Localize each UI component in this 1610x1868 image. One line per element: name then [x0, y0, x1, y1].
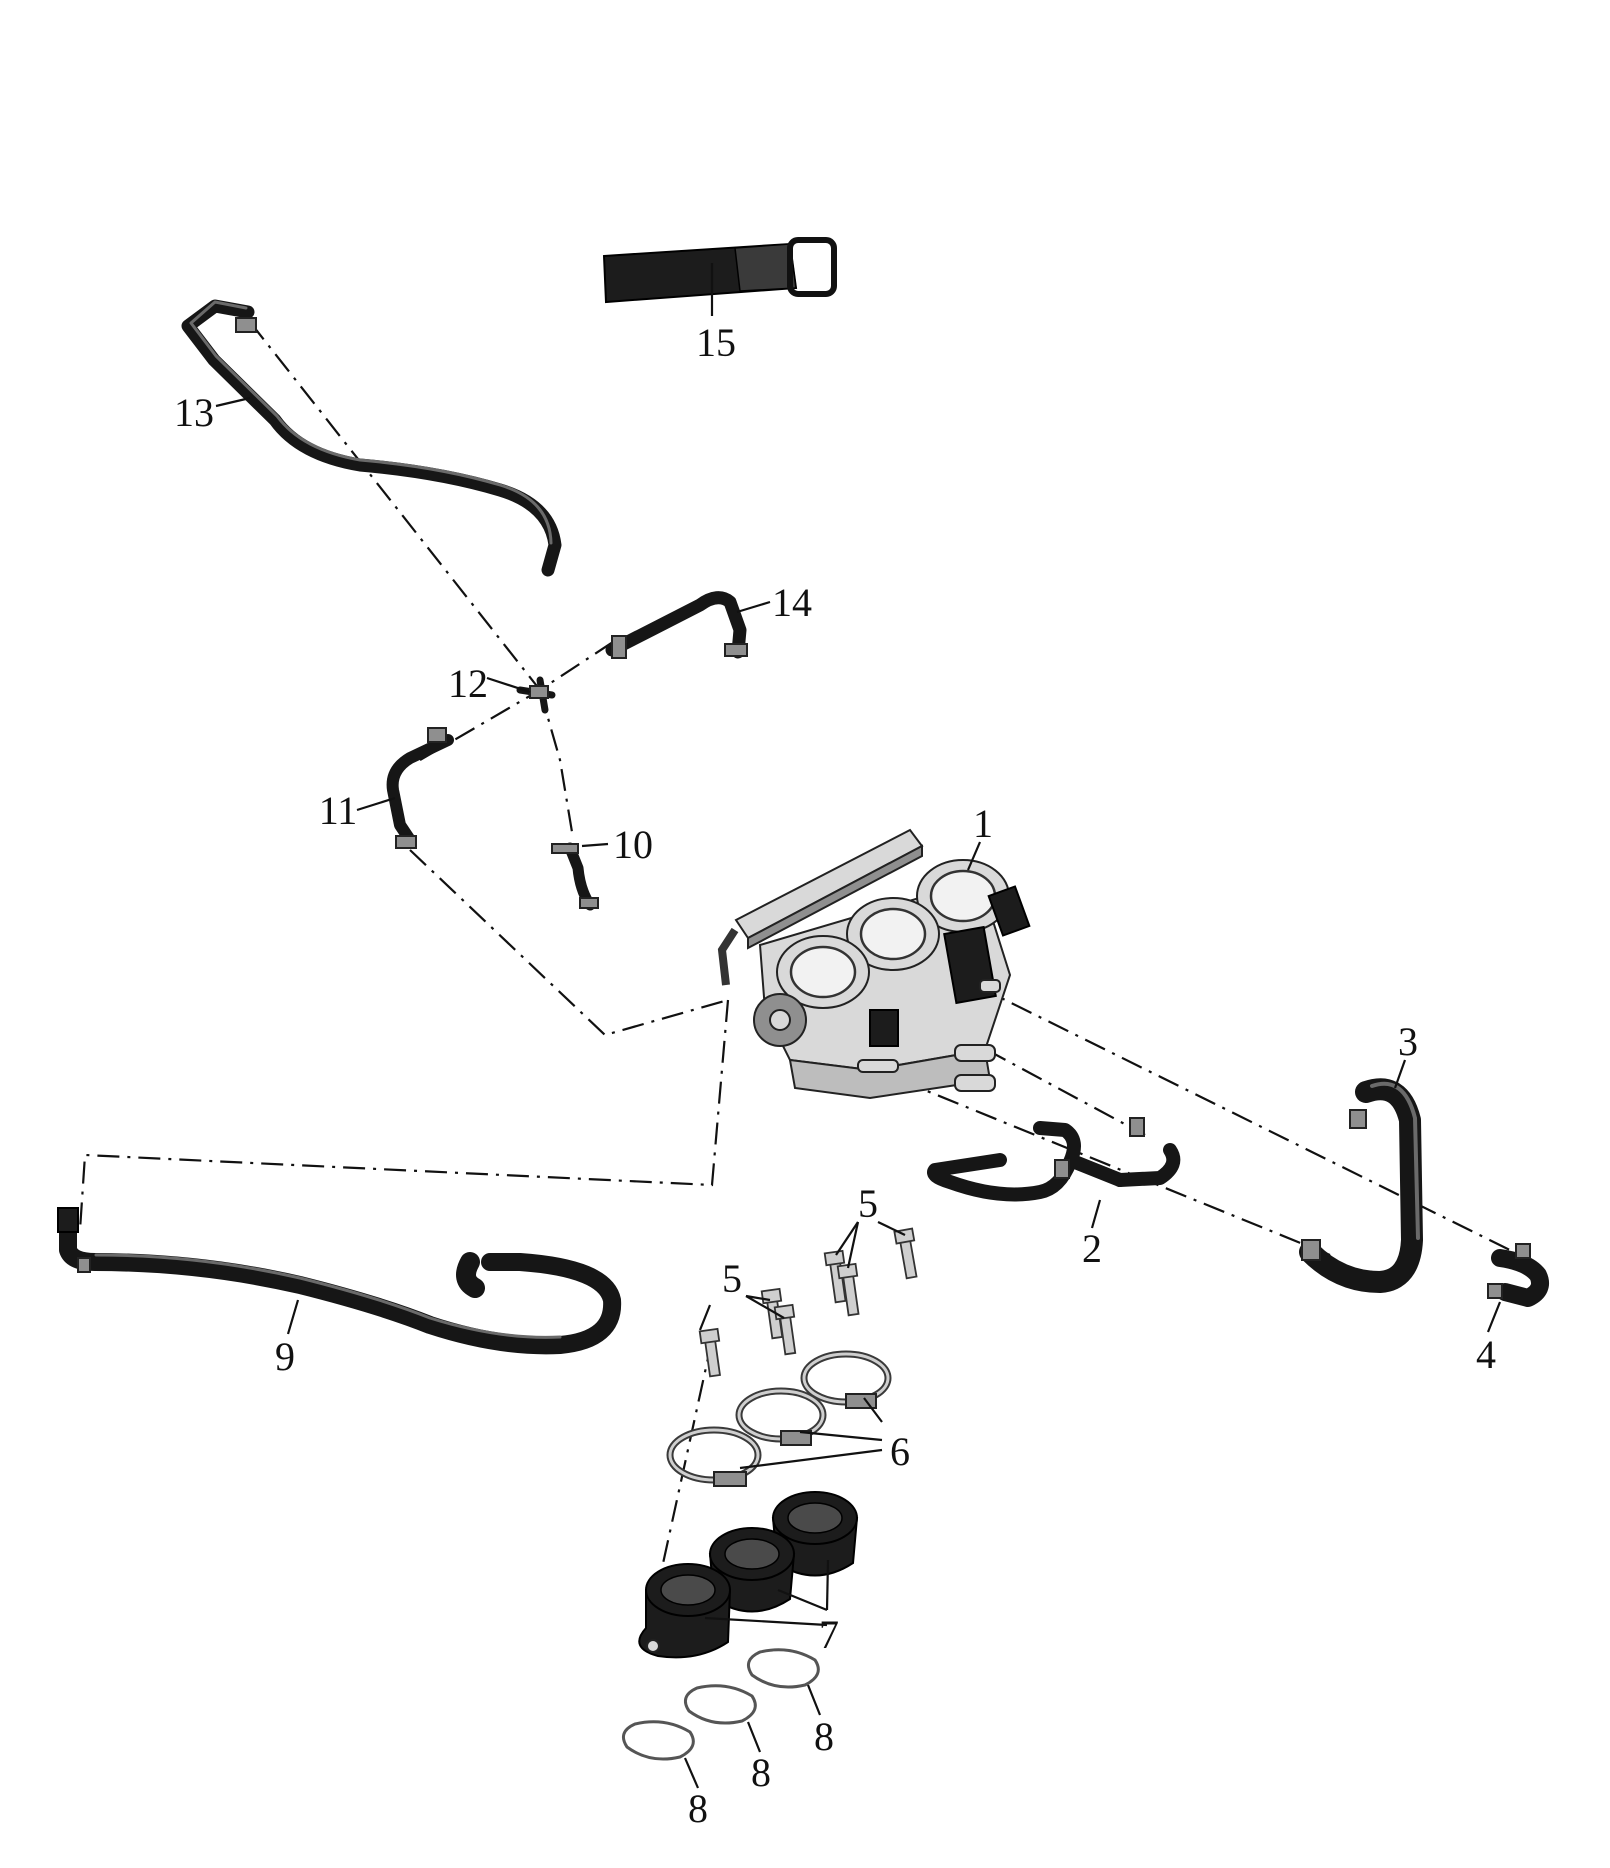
part-10-hose: [551, 842, 599, 911]
callout-3: 3: [1398, 1019, 1418, 1064]
part-6-clamps: [666, 1350, 892, 1487]
part-1-throttle-body: [717, 828, 1031, 1100]
part-2-hose: [927, 1117, 1181, 1202]
callout-2: 2: [1082, 1226, 1102, 1271]
callout-1: 1: [973, 801, 993, 846]
callout-7: 7: [819, 1612, 839, 1657]
part-11-hose: [386, 727, 454, 849]
callout-4: 4: [1476, 1332, 1496, 1377]
callout-6: 6: [890, 1429, 910, 1474]
callout-11: 11: [319, 788, 358, 833]
part-3-hose: [1299, 1078, 1423, 1293]
part-8-gaskets: [621, 1648, 820, 1761]
part-14-hose: [605, 591, 748, 659]
part-13-hose: [181, 299, 562, 577]
callout-15: 15: [696, 320, 736, 365]
callout-13: 13: [174, 390, 214, 435]
callout-numbers: 1 2 3 4 5 5 6 7 8 8 8 9 10 11 12 13 14 1…: [174, 320, 1496, 1831]
part-7-boots: [638, 1491, 859, 1659]
leader-lines: [215, 263, 1502, 1789]
callout-5-upper: 5: [858, 1181, 878, 1226]
part-5-bolts: [698, 1227, 918, 1378]
part-9-hose: [57, 1207, 622, 1355]
callout-8-right: 8: [814, 1714, 834, 1759]
callout-8-middle: 8: [751, 1750, 771, 1795]
callout-9: 9: [275, 1334, 295, 1379]
callout-8-left: 8: [688, 1786, 708, 1831]
part-4-elbow: [1487, 1243, 1549, 1307]
callout-5-lower: 5: [722, 1256, 742, 1301]
callout-14: 14: [772, 580, 812, 625]
callout-12: 12: [448, 661, 488, 706]
callout-10: 10: [613, 822, 653, 867]
part-15-velcro-strap: [602, 237, 837, 304]
